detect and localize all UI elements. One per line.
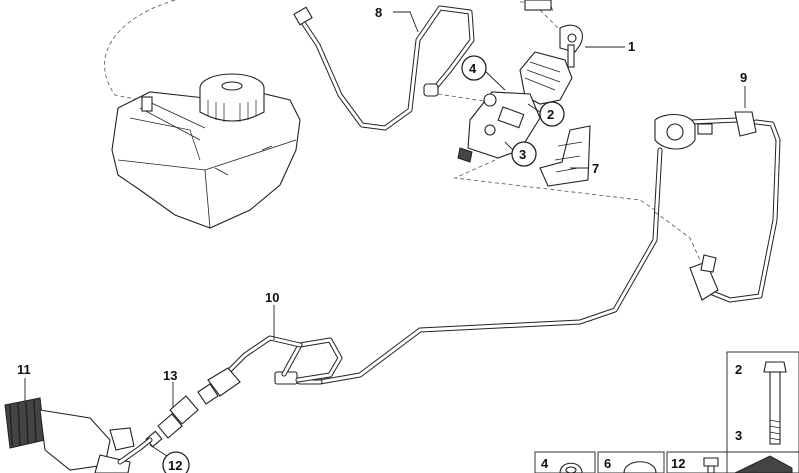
screw-head-icon: [703, 457, 719, 467]
callout-7: 7: [592, 161, 599, 176]
inset-wedge-box: [726, 451, 799, 473]
reservoir-hose: [293, 5, 491, 131]
inset-part-4-box: 4: [534, 451, 596, 473]
callout-3: 3: [519, 147, 526, 162]
callout-1: 1: [628, 39, 635, 54]
inset-label-3: 3: [735, 428, 742, 443]
clutch-hose-line: [197, 335, 343, 405]
inset-part-12-box: 12: [666, 451, 728, 473]
clutch-slave-cylinder: [4, 397, 153, 473]
callout-3-ring: [511, 141, 537, 167]
callout-12-ring: [162, 451, 190, 473]
callout-4: 4: [469, 61, 477, 76]
inset-label-2: 2: [735, 362, 742, 377]
callout-13: 13: [163, 368, 177, 383]
pressure-line-right: [317, 111, 781, 385]
inset-part-6-box: 6: [597, 451, 665, 473]
wedge-icon: [734, 455, 793, 473]
bolt-head-icon: [763, 361, 787, 373]
inset-label-4: 4: [541, 456, 549, 471]
callout-4-ring: [461, 55, 487, 81]
retaining-clip: [539, 125, 591, 187]
inset-bolt-box: 2 3: [726, 351, 799, 453]
brake-fluid-reservoir: [104, 0, 301, 229]
callout-2: 2: [547, 107, 554, 122]
callout-11: 11: [17, 362, 31, 377]
callout-9: 9: [740, 70, 747, 85]
inset-label-12: 12: [671, 456, 685, 471]
leader-lines: [24, 11, 746, 459]
callout-8: 8: [375, 5, 382, 20]
hose-fitting: [145, 395, 199, 448]
callout-12: 12: [168, 458, 182, 473]
clutch-master-cylinder: [453, 0, 656, 211]
callout-2-ring: [539, 101, 565, 127]
callout-10: 10: [265, 290, 279, 305]
inset-label-6: 6: [604, 456, 611, 471]
bolt-shank: [769, 371, 781, 445]
